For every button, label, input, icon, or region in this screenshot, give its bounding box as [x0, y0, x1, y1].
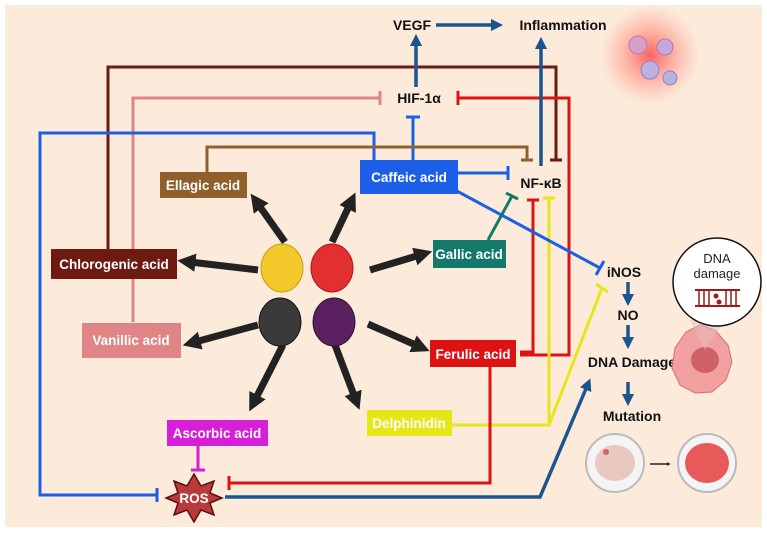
ferulic-inhibits-ros [229, 366, 492, 485]
compound-caffeic: Caffeic acid [360, 160, 458, 194]
ros-node: ROS [164, 472, 224, 524]
dna-inset-line2: damage [694, 266, 741, 281]
vegf-label: VEGF [393, 17, 432, 33]
caffeic-inhibits-inos [454, 188, 601, 270]
ferulic-label: Ferulic acid [435, 347, 510, 362]
chlorogenic-label: Chlorogenic acid [59, 257, 169, 272]
dna-inset-line1: DNA [703, 251, 731, 266]
compound-ascorbic: Ascorbic acid [167, 420, 268, 446]
mutation-label: Mutation [603, 408, 661, 424]
inflammation-cells-icon [600, 5, 700, 105]
damaged-cell-icon [671, 320, 733, 394]
gallic-label: Gallic acid [435, 247, 503, 262]
ferulic-inhibits-nfkb [520, 200, 535, 354]
nfkb-label: NF-κB [520, 175, 561, 191]
ros-label: ROS [179, 491, 208, 506]
compound-chlorogenic: Chlorogenic acid [51, 249, 177, 279]
ros-star-icon [164, 472, 224, 524]
compound-ferulic: Ferulic acid [430, 340, 516, 367]
delphinidin-label: Delphinidin [372, 416, 446, 431]
ascorbic-label: Ascorbic acid [173, 426, 262, 441]
berry-source-arrows [177, 192, 433, 412]
mutation-petri-dishes-icon [585, 433, 737, 493]
ellagic-inhibits-nfkb [205, 145, 529, 172]
compound-delphinidin: Delphinidin [367, 410, 452, 436]
inos-label: iNOS [607, 264, 641, 280]
compound-gallic: Gallic acid [433, 240, 506, 268]
chlorogenic-inhibits-nfkb [106, 65, 558, 250]
ellagic-label: Ellagic acid [166, 178, 240, 193]
activation-arrows [225, 18, 635, 499]
berries-icon [258, 243, 356, 347]
hif-label: HIF-1α [397, 90, 441, 106]
gallic-inhibits-nfkb [486, 195, 514, 241]
ferulic-inhibits-hif [458, 96, 571, 357]
compound-ellagic: Ellagic acid [160, 172, 247, 198]
vanillic-label: Vanillic acid [92, 333, 169, 348]
inflammation-label: Inflammation [519, 17, 606, 33]
compound-vanillic: Vanillic acid [82, 323, 181, 358]
caffeic-label: Caffeic acid [371, 170, 447, 185]
dna-damage-inset: DNA damage [672, 237, 762, 327]
vanillic-inhibits-hif [131, 96, 380, 322]
ros-to-dna-damage-arrow [225, 378, 592, 499]
dna-strand-icon [695, 289, 740, 307]
caffeic-inhibits-ros [38, 131, 376, 497]
no-label: NO [618, 307, 639, 323]
delphinidin-inhibits-inos [547, 287, 604, 426]
connections [38, 65, 609, 502]
dna-damage-label: DNA Damage [588, 354, 676, 370]
